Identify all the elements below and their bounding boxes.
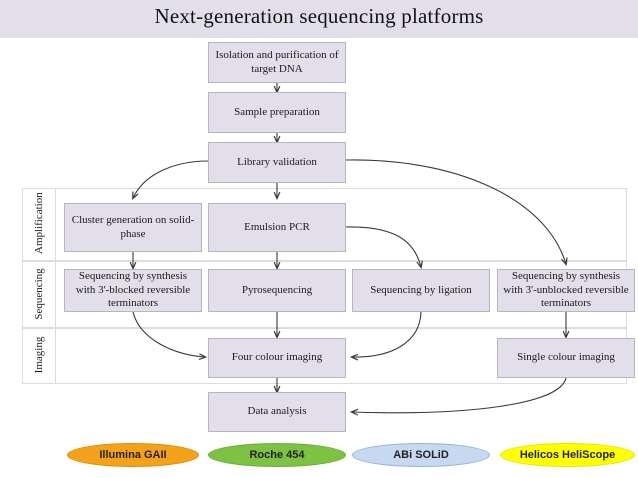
arrow-ligation-to-four-colour	[352, 311, 422, 357]
step-data-analysis[interactable]: Data analysis	[208, 392, 346, 432]
step-library-validation[interactable]: Library validation	[208, 142, 346, 183]
platform-abi-solid[interactable]: ABi SOLiD	[352, 443, 490, 467]
arrow-library-to-cluster	[133, 160, 209, 198]
header-band	[0, 0, 638, 38]
band-label-cell-sequencing	[22, 261, 56, 328]
arrow-single-colour-to-analysis	[352, 377, 567, 413]
step-sbs-blocked[interactable]: Sequencing by synthesis with 3'-blocked …	[64, 269, 202, 312]
step-cluster-generation[interactable]: Cluster generation on solid-phase	[64, 203, 202, 252]
step-sequencing-by-ligation[interactable]: Sequencing by ligation	[352, 269, 490, 312]
step-pyrosequencing[interactable]: Pyrosequencing	[208, 269, 346, 312]
page-title: Next-generation sequencing platforms	[154, 4, 484, 28]
band-label-cell-amplification	[22, 188, 56, 261]
platform-roche-454[interactable]: Roche 454	[208, 443, 346, 467]
step-sbs-unblocked[interactable]: Sequencing by synthesis with 3'-unblocke…	[497, 269, 635, 312]
step-sample-preparation[interactable]: Sample preparation	[208, 92, 346, 133]
step-emulsion-pcr[interactable]: Emulsion PCR	[208, 203, 346, 252]
arrow-emulsion-to-ligation	[345, 226, 421, 267]
arrow-library-to-sbs-unblocked	[345, 159, 566, 264]
arrow-sbs-blocked-to-four-colour	[132, 311, 205, 357]
platform-illumina-gaii[interactable]: Illumina GAII	[67, 443, 199, 467]
band-label-cell-imaging	[22, 328, 56, 384]
step-four-colour-imaging[interactable]: Four colour imaging	[208, 338, 346, 378]
step-single-colour-imaging[interactable]: Single colour imaging	[497, 338, 635, 378]
step-isolation[interactable]: Isolation and purification of target DNA	[208, 42, 346, 83]
platform-helicos-heliscope[interactable]: Helicos HeliScope	[500, 443, 635, 467]
